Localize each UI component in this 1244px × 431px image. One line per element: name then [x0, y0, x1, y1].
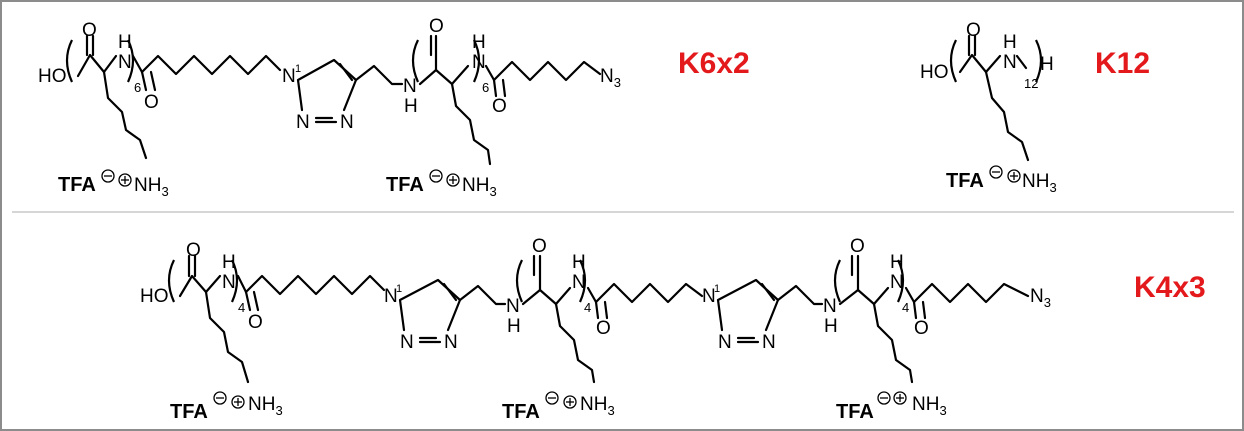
- carbonyl-oxygen: O: [850, 236, 865, 257]
- ammonium-label: NH3: [912, 394, 947, 418]
- carbonyl-oxygen: O: [492, 96, 507, 117]
- triazole-nitrogen: N: [400, 332, 414, 353]
- repeat-count: 4: [902, 300, 909, 315]
- triazole-nitrogen: N: [718, 332, 732, 353]
- amide-nitrogen: N: [572, 272, 586, 293]
- hydroxyl-label: HO: [140, 286, 169, 307]
- triazole-nitrogen: N: [340, 112, 354, 133]
- label-k12: K12: [1095, 47, 1150, 80]
- ammonium-label: NH3: [248, 394, 283, 418]
- tfa-counterion: TFA: [946, 170, 984, 192]
- triazole-nitrogen: N: [296, 112, 310, 133]
- amide-hydrogen: H: [824, 316, 838, 337]
- repeat-count: 4: [584, 300, 591, 315]
- carbonyl-oxygen: O: [248, 312, 263, 333]
- amide-hydrogen: H: [507, 316, 521, 337]
- amide-nitrogen: N: [823, 296, 837, 317]
- label-k6x2: K6x2: [678, 47, 750, 80]
- carbonyl-oxygen: O: [82, 20, 97, 41]
- ammonium-label: NH3: [134, 175, 169, 199]
- azide-label: N3: [600, 66, 621, 90]
- repeat-count: 4: [238, 300, 245, 315]
- triazole-nitrogen: N: [762, 332, 776, 353]
- ammonium-label: NH3: [580, 394, 615, 418]
- carbonyl-oxygen: O: [429, 16, 444, 37]
- azide-label: N3: [1030, 286, 1051, 310]
- amide-nitrogen: N: [222, 272, 236, 293]
- amide-nitrogen: N: [1003, 52, 1017, 73]
- tfa-counterion: TFA: [170, 401, 208, 423]
- carbonyl-oxygen: O: [914, 318, 929, 339]
- amide-nitrogen: N: [506, 296, 520, 317]
- repeat-count: 12: [1024, 76, 1038, 91]
- amide-nitrogen: N: [403, 76, 417, 97]
- amide-nitrogen: N: [472, 52, 486, 73]
- triazole-nitrogen: N: [282, 66, 296, 87]
- amide-nitrogen: N: [118, 52, 132, 73]
- amide-hydrogen: H: [572, 252, 586, 273]
- carbonyl-oxygen: O: [966, 20, 981, 41]
- k4x3-structure: HO O H N 4 O N 1 N N N H O H N 4 O N 1 N…: [140, 236, 1051, 423]
- triazole-locant: 1: [295, 63, 301, 75]
- tfa-counterion: TFA: [386, 174, 424, 196]
- tfa-counterion: TFA: [836, 401, 874, 423]
- terminal-hydrogen: H: [1040, 54, 1054, 75]
- label-k4x3: K4x3: [1134, 271, 1206, 304]
- amide-nitrogen: N: [890, 272, 904, 293]
- carbonyl-oxygen: O: [532, 236, 547, 257]
- k12-structure: HO O H N H 12 TFA NH3: [920, 20, 1057, 195]
- carbonyl-oxygen: O: [144, 92, 159, 113]
- tfa-counterion: TFA: [58, 174, 96, 196]
- k6x2-structure: HO O H N 6 O N 1 N N N H O H N 6 O N3 TF…: [38, 16, 621, 199]
- ammonium-label: NH3: [1022, 171, 1057, 195]
- carbonyl-oxygen: O: [596, 318, 611, 339]
- triazole-locant: 1: [714, 283, 720, 295]
- amide-hydrogen: H: [1003, 32, 1017, 53]
- carbonyl-oxygen: O: [186, 240, 201, 261]
- triazole-locant: 1: [396, 283, 402, 295]
- triazole-nitrogen: N: [702, 286, 716, 307]
- tfa-counterion: TFA: [502, 401, 540, 423]
- amide-hydrogen: H: [222, 252, 236, 273]
- hydroxyl-label: HO: [38, 66, 67, 87]
- amide-hydrogen: H: [890, 252, 904, 273]
- amide-hydrogen: H: [118, 32, 132, 53]
- amide-hydrogen: H: [404, 96, 418, 117]
- amide-hydrogen: H: [472, 32, 486, 53]
- repeat-count: 6: [134, 80, 141, 95]
- triazole-nitrogen: N: [444, 332, 458, 353]
- repeat-count: 6: [482, 80, 489, 95]
- triazole-nitrogen: N: [384, 286, 398, 307]
- ammonium-label: NH3: [462, 175, 497, 199]
- hydroxyl-label: HO: [920, 62, 949, 83]
